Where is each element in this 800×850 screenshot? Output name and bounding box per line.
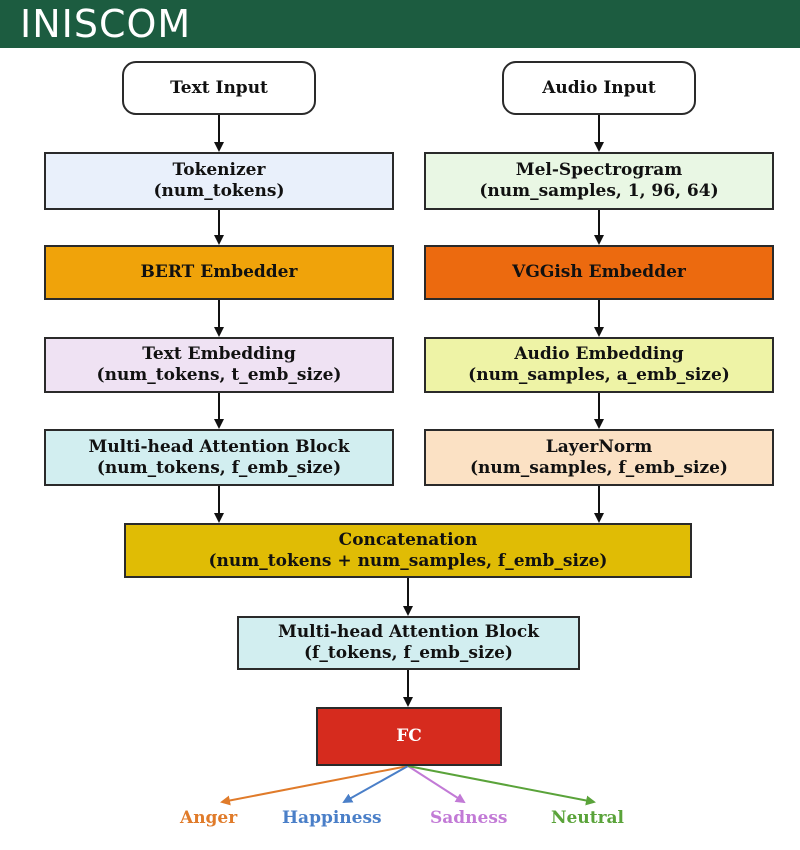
mha-text-shape: (num_tokens, f_emb_size) (96, 457, 342, 478)
tokenizer-title: Tokenizer (172, 160, 266, 180)
arrow-fc-to-anger (220, 765, 409, 806)
vggish-embedder-node: VGGish Embedder (424, 245, 774, 300)
mha-text-title: Multi-head Attention Block (88, 436, 350, 457)
arrow-fc-to-sadness (407, 765, 466, 804)
arrow-fc-to-neutral (407, 765, 596, 806)
audio-input-label: Audio Input (542, 77, 656, 98)
tokenizer-node: Tokenizer (num_tokens) (44, 152, 394, 210)
text-embedding-title: Text Embedding (142, 344, 296, 364)
text-embedding-shape: (num_tokens, t_emb_size) (96, 365, 342, 385)
vggish-embedder-title: VGGish Embedder (512, 262, 686, 282)
audio-input-node: Audio Input (502, 61, 696, 115)
mel-spectrogram-node: Mel-Spectrogram (num_samples, 1, 96, 64) (424, 152, 774, 210)
iniscom-logo: INISCOM (20, 2, 192, 46)
output-label-happiness: Happiness (282, 808, 382, 828)
audio-embedding-title: Audio Embedding (514, 344, 684, 364)
output-label-sadness: Sadness (430, 808, 508, 828)
text-input-label: Text Input (170, 77, 268, 98)
fc-node: FC (316, 707, 502, 766)
mha-fused-title: Multi-head Attention Block (278, 622, 539, 642)
bert-embedder-node: BERT Embedder (44, 245, 394, 300)
arrow-fc-to-happiness (342, 765, 409, 803)
mel-spectrogram-shape: (num_samples, 1, 96, 64) (479, 181, 719, 201)
tokenizer-shape: (num_tokens) (153, 181, 285, 201)
mha-fused-node: Multi-head Attention Block (f_tokens, f_… (237, 616, 580, 670)
output-label-neutral: Neutral (551, 808, 624, 828)
fc-title: FC (396, 726, 422, 746)
mha-fused-shape: (f_tokens, f_emb_size) (304, 643, 513, 663)
layernorm-node: LayerNorm (num_samples, f_emb_size) (424, 429, 774, 486)
layernorm-title: LayerNorm (545, 436, 653, 457)
bert-embedder-title: BERT Embedder (140, 262, 298, 282)
concatenation-node: Concatenation (num_tokens + num_samples,… (124, 523, 692, 578)
concatenation-title: Concatenation (338, 529, 478, 550)
mha-text-node: Multi-head Attention Block (num_tokens, … (44, 429, 394, 486)
text-embedding-node: Text Embedding (num_tokens, t_emb_size) (44, 337, 394, 393)
header-bar: INISCOM (0, 0, 800, 48)
audio-embedding-shape: (num_samples, a_emb_size) (468, 365, 730, 385)
mel-spectrogram-title: Mel-Spectrogram (515, 160, 683, 180)
concatenation-shape: (num_tokens + num_samples, f_emb_size) (208, 550, 608, 571)
output-label-anger: Anger (180, 808, 238, 828)
audio-embedding-node: Audio Embedding (num_samples, a_emb_size… (424, 337, 774, 393)
layernorm-shape: (num_samples, f_emb_size) (470, 457, 728, 478)
text-input-node: Text Input (122, 61, 316, 115)
